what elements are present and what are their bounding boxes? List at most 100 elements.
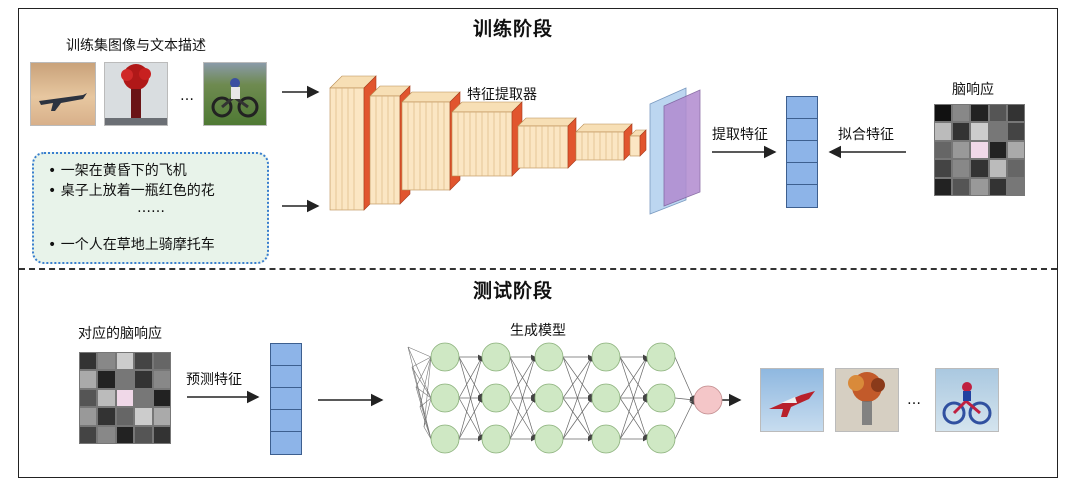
net-input-edge	[415, 356, 432, 388]
training-feature-vector	[786, 96, 818, 208]
brain-cell	[988, 177, 1007, 196]
net-edge	[509, 356, 536, 399]
brain-cell	[134, 407, 153, 426]
net-input-edge	[415, 386, 432, 399]
cnn-block-side-4	[567, 117, 577, 169]
brain-cell	[1006, 140, 1025, 160]
brain-cell	[134, 388, 153, 408]
net-node	[430, 383, 460, 413]
brain-cell	[152, 352, 171, 371]
brain-cell	[988, 122, 1007, 141]
dataset-label: 训练集图像与文本描述	[66, 38, 206, 54]
net-node	[481, 342, 511, 372]
brain-cell	[97, 407, 116, 426]
generated-ellipsis: …	[907, 392, 921, 408]
net-input-edge	[411, 356, 432, 368]
brain-cell	[115, 352, 135, 371]
brain-cell	[152, 425, 171, 444]
net-edge	[562, 397, 593, 440]
caption-1: • 一架在黄昏下的飞机	[48, 163, 187, 179]
cnn-block-front-6	[629, 135, 641, 157]
net-node	[481, 424, 511, 454]
brain-cell	[1006, 159, 1025, 178]
brain-cell	[97, 425, 116, 444]
generated-bicycle-image	[935, 368, 999, 432]
net-node	[591, 424, 621, 454]
extract-features-label: 提取特征	[712, 127, 768, 143]
brain-cell	[115, 425, 135, 444]
stage-divider	[19, 268, 1057, 270]
caption-3: • 一个人在草地上骑摩托车	[48, 237, 215, 253]
brain-cell	[952, 104, 971, 123]
net-input-edge	[423, 426, 432, 440]
brain-cell	[97, 388, 116, 408]
net-input-edge	[415, 386, 432, 440]
brain-cell	[952, 140, 971, 160]
net-edge	[509, 356, 537, 440]
brain-cell	[970, 122, 989, 141]
brain-cell	[79, 370, 98, 389]
fc-layer-2	[663, 89, 701, 207]
image-ellipsis: …	[180, 88, 194, 104]
net-node	[591, 342, 621, 372]
brain-cell	[934, 177, 953, 196]
training-stage-title: 训练阶段	[473, 18, 554, 40]
net-input-edge	[407, 346, 432, 399]
brain-cell	[115, 388, 135, 408]
brain-cell	[970, 159, 989, 178]
net-output-edge	[674, 397, 695, 402]
brain-cell	[79, 425, 98, 444]
diagram-frame	[18, 8, 1058, 478]
brain-cell	[988, 140, 1007, 160]
brain-cell	[79, 352, 98, 371]
brain-cell	[934, 104, 953, 123]
training-brain-grid	[934, 104, 1025, 196]
caption-ellipsis: ……	[137, 200, 165, 216]
net-output-edge	[674, 399, 695, 440]
net-input-edge	[411, 366, 432, 399]
cnn-block-top-5	[575, 123, 633, 133]
brain-cell	[79, 388, 98, 408]
net-node	[534, 342, 564, 372]
net-edge	[619, 356, 648, 399]
net-node	[534, 383, 564, 413]
net-edge	[509, 397, 536, 440]
net-node	[430, 342, 460, 372]
brain-cell	[952, 159, 971, 178]
corresponding-brain-label: 对应的脑响应	[78, 326, 162, 342]
feature-extractor-label: 特征提取器	[467, 87, 537, 103]
brain-cell	[988, 104, 1007, 123]
net-edge	[562, 356, 593, 440]
brain-cell	[134, 352, 153, 371]
predicted-feature-vector	[270, 343, 302, 455]
brain-cell	[952, 177, 971, 196]
cnn-block-side-6	[639, 129, 647, 157]
airplane-image	[30, 62, 96, 126]
net-edge	[619, 397, 648, 440]
fit-features-label: 拟合特征	[838, 127, 894, 143]
net-node	[430, 424, 460, 454]
cnn-block-front-1	[369, 95, 401, 205]
brain-cell	[97, 352, 116, 371]
cnn-block-top-3	[451, 101, 523, 113]
net-edge	[458, 356, 483, 399]
brain-cell	[79, 407, 98, 426]
net-node	[534, 424, 564, 454]
brain-cell	[970, 104, 989, 123]
net-node	[646, 424, 676, 454]
motorcycle-image	[203, 62, 267, 126]
caption-2: • 桌子上放着一瓶红色的花	[48, 183, 215, 199]
net-edge	[458, 397, 483, 440]
net-output-edge	[674, 356, 695, 401]
brain-cell	[988, 159, 1007, 178]
brain-cell	[1006, 104, 1025, 123]
brain-cell	[115, 370, 135, 389]
net-input-edge	[419, 397, 432, 408]
generated-airplane-image	[760, 368, 824, 432]
net-output-node	[693, 385, 723, 415]
predict-features-label: 预测特征	[186, 372, 242, 388]
net-node	[646, 342, 676, 372]
brain-cell	[152, 370, 171, 389]
brain-cell	[934, 122, 953, 141]
